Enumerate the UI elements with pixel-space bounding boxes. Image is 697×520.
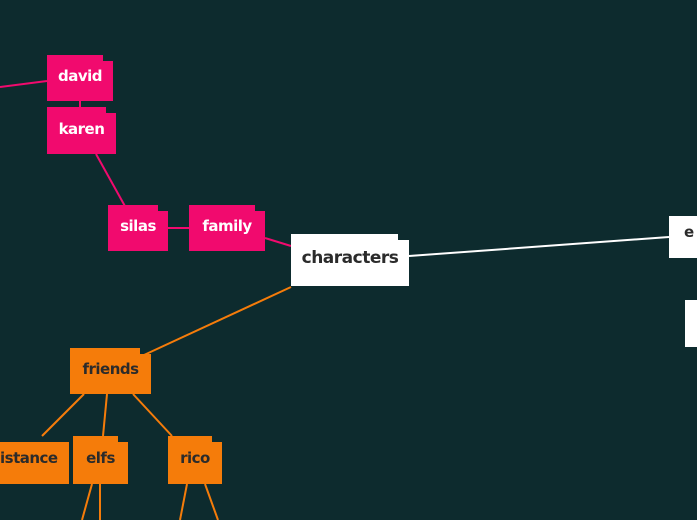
node-characters[interactable]: characters bbox=[291, 234, 409, 286]
node-rico-label: rico bbox=[180, 449, 210, 467]
node-karen-label: karen bbox=[58, 119, 105, 138]
node-friends[interactable]: friends bbox=[70, 348, 151, 394]
node-family-label: family bbox=[202, 217, 252, 235]
node-elfs-label: elfs bbox=[86, 449, 115, 467]
node-silas[interactable]: silas bbox=[108, 205, 168, 251]
connector-elfs-child-a bbox=[81, 483, 93, 520]
connector-characters-friends bbox=[143, 286, 292, 356]
connector-karen-silas bbox=[95, 153, 127, 209]
node-family[interactable]: family bbox=[189, 205, 265, 251]
node-david[interactable]: david bbox=[47, 55, 113, 101]
node-rico[interactable]: rico bbox=[168, 436, 222, 484]
connector-offscreen-david bbox=[0, 80, 48, 88]
node-karen[interactable]: karen bbox=[47, 107, 116, 154]
connector-rico-child-b bbox=[204, 483, 219, 520]
node-david-label: david bbox=[57, 67, 103, 85]
node-right-partial-label: e bbox=[684, 223, 694, 241]
node-distance[interactable]: istance bbox=[0, 442, 69, 484]
node-right-partial[interactable]: e bbox=[669, 216, 697, 258]
connector-friends-distance bbox=[41, 393, 85, 437]
connector-family-characters bbox=[264, 237, 292, 247]
connector-characters-right bbox=[408, 236, 670, 257]
node-elfs[interactable]: elfs bbox=[73, 436, 128, 484]
node-friends-label: friends bbox=[82, 360, 139, 378]
connector-friends-rico bbox=[132, 393, 173, 437]
node-right-partial-lower[interactable] bbox=[685, 300, 697, 347]
node-silas-label: silas bbox=[120, 217, 156, 235]
connector-friends-elfs bbox=[102, 393, 108, 437]
connector-rico-child-a bbox=[179, 483, 188, 520]
node-distance-label: istance bbox=[0, 449, 58, 467]
node-characters-label: characters bbox=[301, 248, 399, 268]
